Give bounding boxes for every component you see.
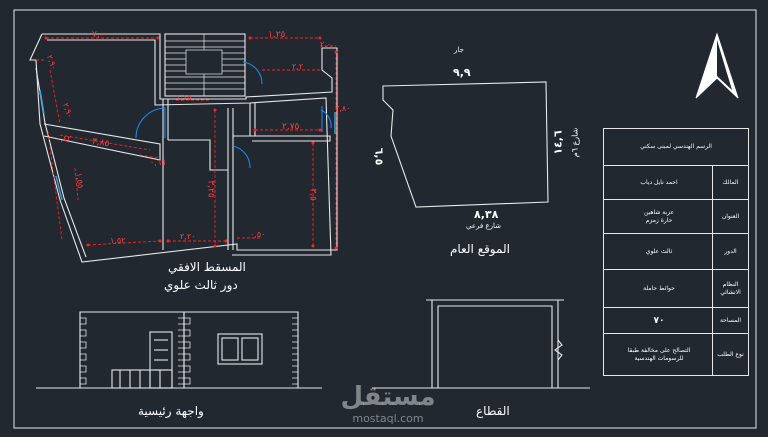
building-section[interactable] <box>372 299 590 389</box>
partition-left-room-top <box>43 123 161 161</box>
dim-right-side: ٢,٨٠ <box>335 104 351 113</box>
floor-key: الدور <box>712 234 748 269</box>
elevation-right-block <box>183 311 299 388</box>
dim-top-mid: ١,٢٥ <box>268 30 286 40</box>
mostaql-watermark: مستقل mostaql.com <box>335 382 441 432</box>
dim-bottom-mid: ٢,٢٠ <box>180 232 196 241</box>
title-block-header: الرسم الهندسي لمبنى سكني <box>640 143 712 150</box>
site-top-dim: ٩,٩ <box>453 66 471 79</box>
floor-value: ثالث علوي <box>645 247 673 255</box>
floor-plan-windows <box>39 89 336 201</box>
title-block-header-row: الرسم الهندسي لمبنى سكني <box>604 129 748 165</box>
site-bottom-dim: ٨,٣٨ <box>474 208 499 221</box>
site-neighbor-label: جار <box>454 46 464 54</box>
area-value: ٧٠ <box>653 315 665 326</box>
structural-system-key: النظام الانشائي <box>712 270 748 307</box>
partition-right-room-top <box>233 135 331 142</box>
floor-plan[interactable] <box>29 33 338 263</box>
site-plan[interactable] <box>382 81 549 208</box>
section-inner <box>437 305 553 388</box>
north-arrow <box>695 32 739 99</box>
section-outer <box>431 299 559 388</box>
owner-key: المالك <box>712 166 748 199</box>
floor-plan-dimension-lines <box>36 37 337 248</box>
elevation-balcony-rail <box>111 369 173 389</box>
dim-room-right-height: ٣,٥٠ <box>307 188 318 206</box>
site-right-dim: ١٤,٦ <box>551 130 565 155</box>
address-value: عزبة شاهين حارة زمزم <box>643 208 675 224</box>
dim-room-right-width: ٢,٧٥ <box>282 122 300 132</box>
section-break-line <box>554 339 563 361</box>
dim-door-small: ٠,٦٦ <box>150 158 166 167</box>
stair-steps <box>165 34 245 96</box>
front-elevation[interactable] <box>36 311 322 389</box>
dim-corridor-height: ٣,٢٥ <box>205 180 216 198</box>
elevation-left-quoins <box>80 317 299 385</box>
dim-top-left: ٧,٠٠ <box>92 30 110 40</box>
site-plan-title: الموقع العام <box>450 242 510 256</box>
title-block-row-address: العنوان عزبة شاهين حارة زمزم <box>604 199 748 233</box>
address-key: العنوان <box>712 200 748 233</box>
dim-room-left-small: ٠,٤٢ <box>56 134 72 143</box>
title-block[interactable]: الرسم الهندسي لمبنى سكني المالك احمد ناي… <box>603 128 749 376</box>
floor-plan-dimension-ticks <box>44 36 338 250</box>
elevation-left-block <box>79 311 185 388</box>
title-block-row-request: نوع الطلب التصالح على مخالفة طبقا للرسوم… <box>604 333 748 375</box>
structural-system-value: حوائط حاملة <box>643 284 675 292</box>
dim-top-right: ٢,٠ <box>320 40 332 49</box>
dim-bottom-left: ١,٥٢ <box>110 236 126 245</box>
dim-bottom-right: ٠,٥٠ <box>250 230 266 239</box>
floor-plan-left-wall-inner <box>35 67 87 258</box>
floor-plan-outer-wall <box>29 33 338 263</box>
owner-value: احمد نايل دياب <box>640 178 678 186</box>
site-plan-boundary <box>382 81 549 208</box>
request-type-key: نوع الطلب <box>712 334 748 375</box>
site-right-street: شارع ٦م <box>570 127 580 158</box>
partition-mid <box>168 139 228 171</box>
elevation-window <box>217 333 263 365</box>
dim-room-left-height: ١,٥٥ <box>74 172 85 189</box>
site-bottom-street: شارع فرعي <box>466 222 501 230</box>
request-type-value: التصالح على مخالفة طبقا للرسومات الهندسي… <box>627 346 691 362</box>
floor-plan-doors <box>135 61 332 169</box>
floor-plan-subtitle: دور ثالث علوي <box>164 278 238 292</box>
dim-inner-mid: ١,١٥ <box>176 93 192 102</box>
title-block-row-area: المساحة ٧٠ <box>604 307 748 333</box>
watermark-brand: مستقل <box>340 382 436 412</box>
section-title: القطاع <box>476 404 510 418</box>
dim-right-short: ٢,٢ <box>292 62 304 71</box>
title-block-row-owner: المالك احمد نايل دياب <box>604 165 748 199</box>
drawing-frame <box>13 9 757 429</box>
elevation-title: واجهة رئيسية <box>138 404 204 418</box>
area-key: المساحة <box>712 308 748 333</box>
title-block-row-system: النظام الانشائي حوائط حاملة <box>604 269 748 307</box>
floor-plan-title: المسقط الافقي <box>168 260 246 274</box>
site-left-dim: ٦,٥ <box>372 147 386 166</box>
watermark-url: mostaql.com <box>352 412 424 425</box>
title-block-row-floor: الدور ثالث علوي <box>604 233 748 269</box>
